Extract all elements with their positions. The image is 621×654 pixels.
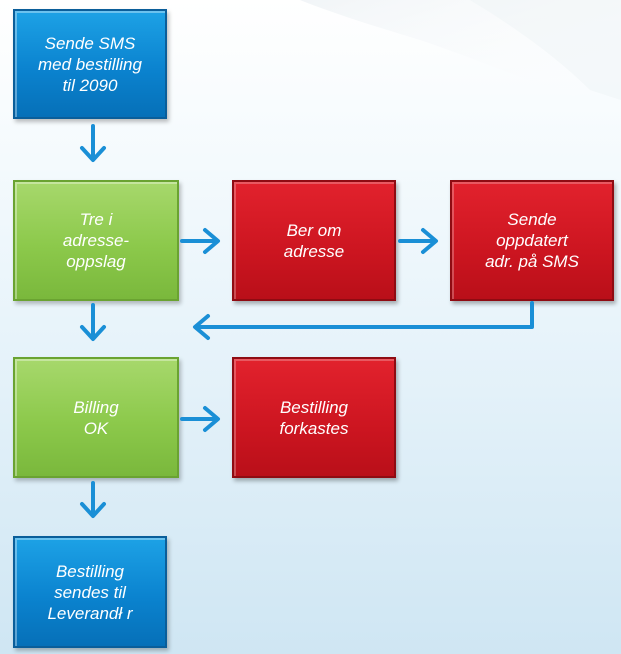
node-address-lookup: Tre i adresse- oppslag [13,180,179,301]
arrow-return [193,301,534,340]
node-send-sms: Sende SMS med bestilling til 2090 [13,9,167,119]
node-ask-address: Ber om adresse [232,180,396,301]
node-billing-ok: Billing OK [13,357,179,478]
arrow-right-1 [180,228,220,254]
arrow-right-2 [398,228,438,254]
node-order-sent: Bestilling sendes til Leverandł r [13,536,167,648]
node-order-discarded: Bestilling forkastes [232,357,396,478]
arrow-down-2 [80,303,106,341]
arrow-right-3 [180,406,220,432]
arrow-down-1 [80,124,106,162]
node-send-updated-address: Sende oppdatert adr. på SMS [450,180,614,301]
arrow-down-3 [80,481,106,518]
